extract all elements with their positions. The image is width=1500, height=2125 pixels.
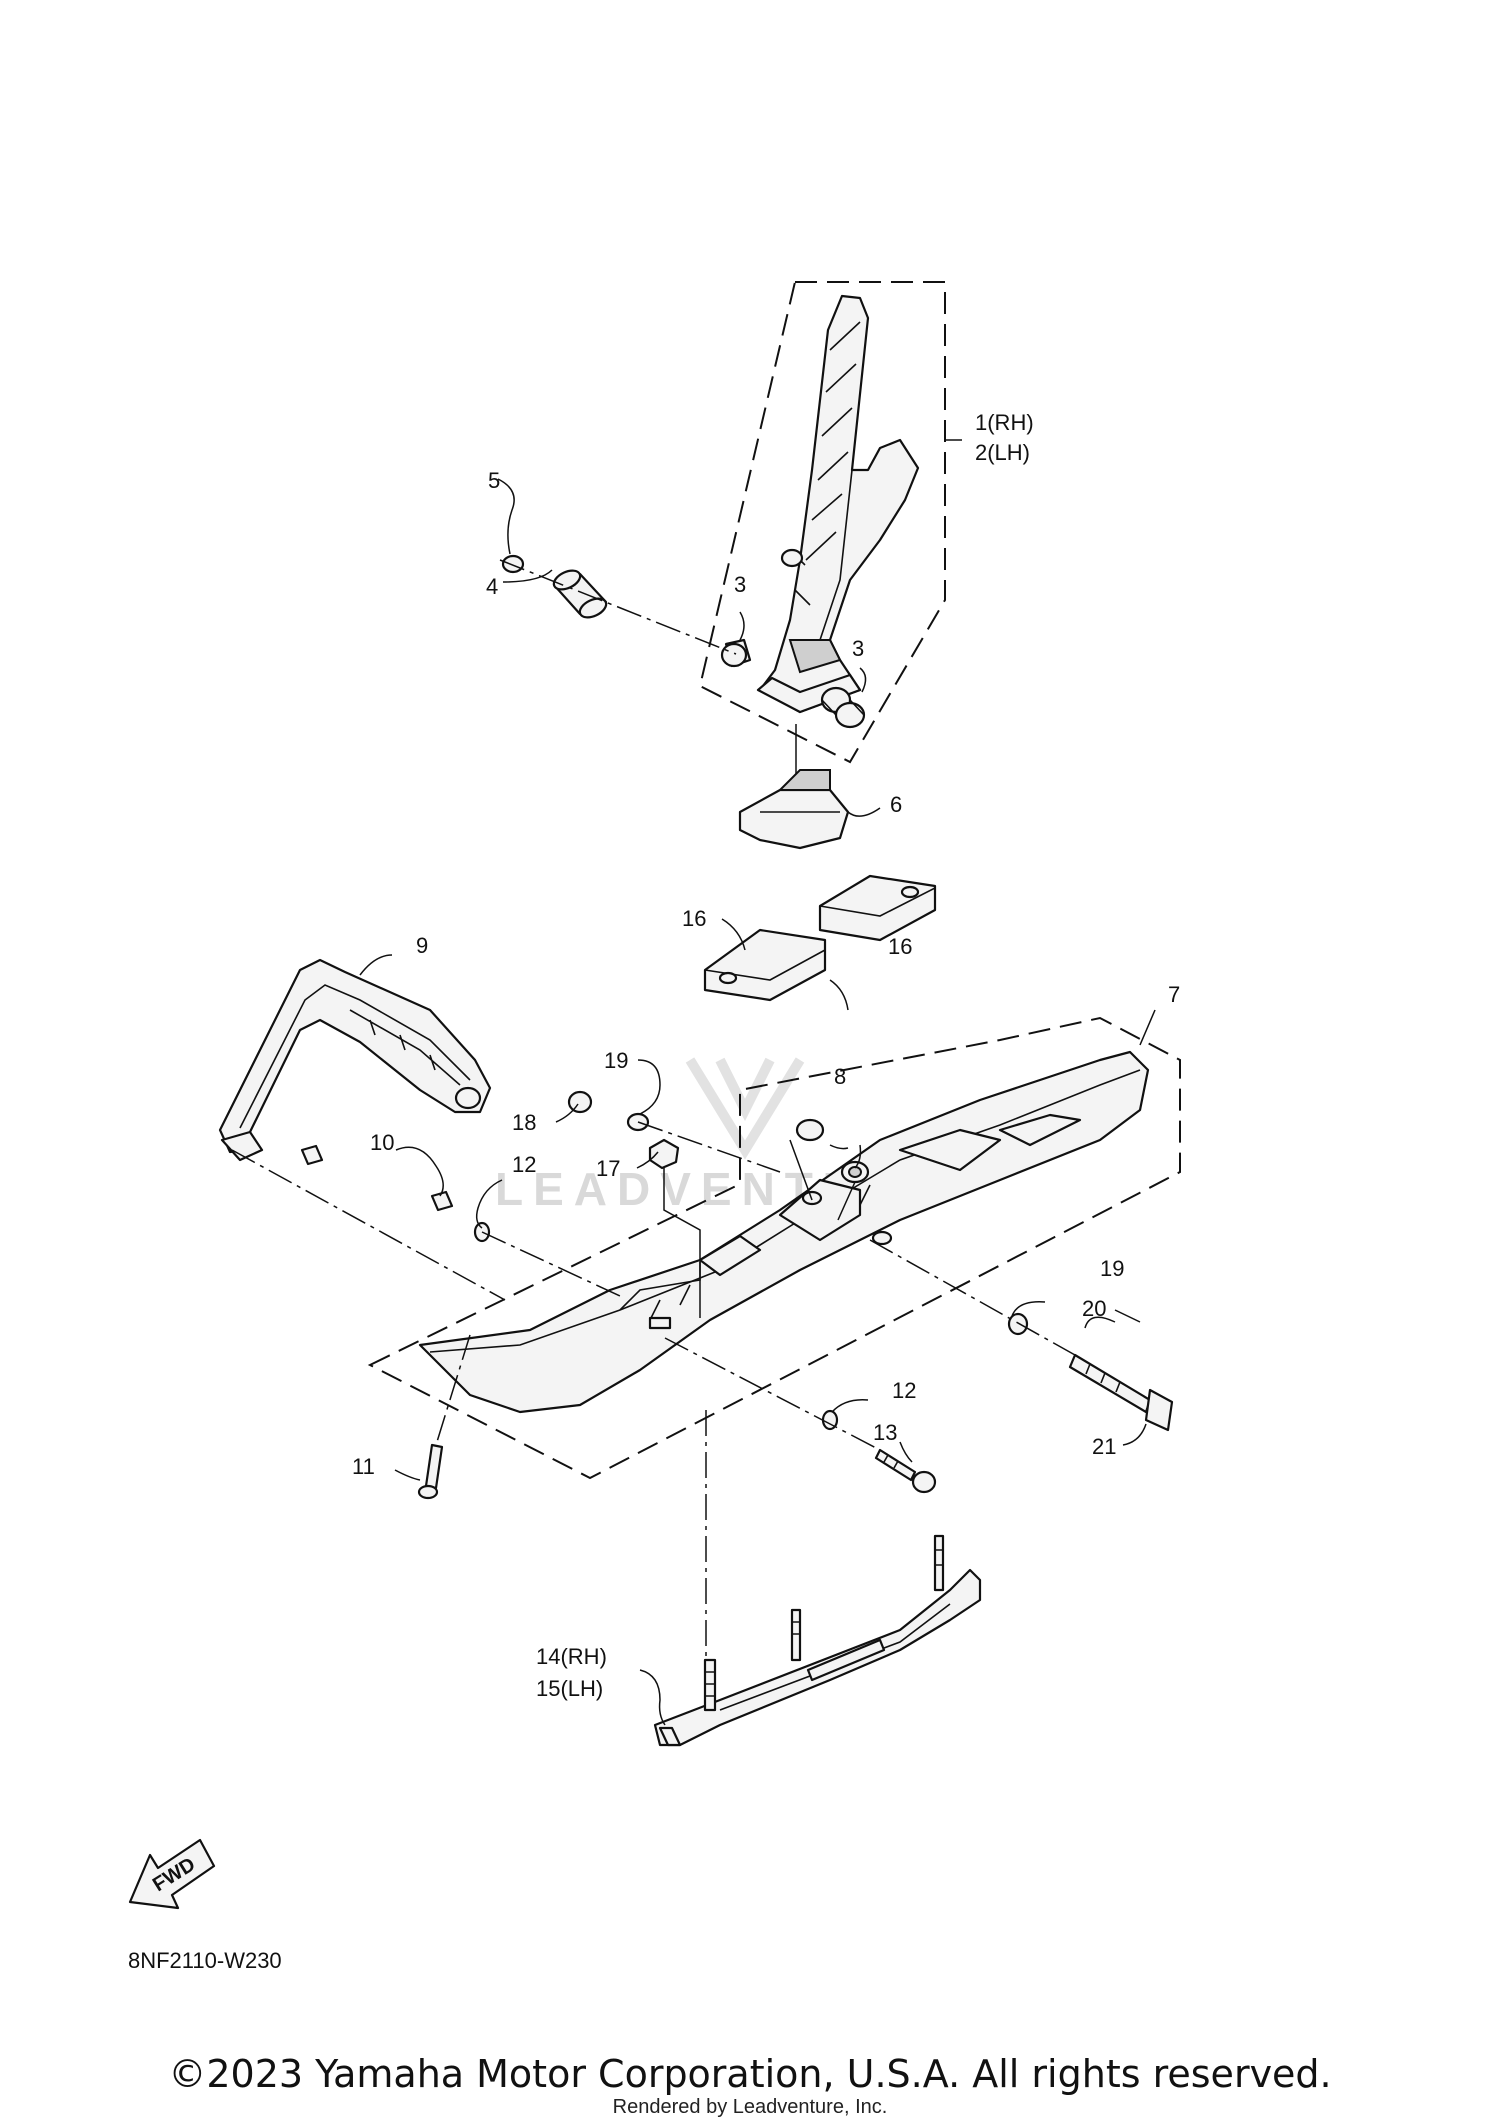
clip-5	[501, 554, 525, 574]
callout-12-lower: 12	[892, 1378, 916, 1403]
callout-4: 4	[486, 574, 498, 599]
callout-21: 21	[1092, 1434, 1116, 1459]
handle-mount-line	[231, 1149, 506, 1301]
ski-7	[418, 1050, 1150, 1414]
callout-10: 10	[370, 1130, 394, 1155]
callout-18: 18	[512, 1110, 536, 1135]
rendered-by-text: Rendered by Leadventure, Inc.	[612, 2096, 888, 2118]
callout-3-left: 3	[734, 572, 746, 597]
callout-19-upper: 19	[604, 1048, 628, 1073]
washer12-axis-line	[481, 1231, 621, 1297]
callout-17: 17	[596, 1156, 620, 1181]
callout-6: 6	[890, 792, 902, 817]
callout-12-upper: 12	[512, 1152, 536, 1177]
wear-bar-14-15	[653, 1534, 982, 1747]
callout-16-right: 16	[888, 934, 912, 959]
callout-16-left: 16	[682, 906, 706, 931]
nut-17	[648, 1138, 680, 1170]
nut17-stud-line	[663, 1168, 701, 1318]
nut-10	[300, 1144, 454, 1212]
callout-14: 14(RH)	[536, 1644, 607, 1669]
bolt-13	[874, 1448, 937, 1494]
diagram-code: 8NF2110-W230	[128, 1948, 282, 1973]
bolt-11	[417, 1443, 444, 1500]
bolt13-axis-line	[664, 1337, 881, 1451]
washer19-axis-line	[637, 1121, 781, 1173]
cotter-20	[1114, 1309, 1141, 1323]
bushing-8	[795, 1118, 870, 1184]
callout-19-lower: 19	[1100, 1256, 1124, 1281]
callout-15: 15(LH)	[536, 1676, 603, 1701]
ski-column	[756, 294, 920, 714]
saddle-6	[738, 769, 850, 850]
bushing8-leader-b	[837, 1181, 856, 1221]
callout-8: 8	[834, 1064, 846, 1089]
callout-11: 11	[352, 1454, 375, 1479]
callout-13: 13	[873, 1420, 897, 1445]
ski-column-group-outline	[698, 281, 946, 764]
callout-9: 9	[416, 933, 428, 958]
callout-7: 7	[1168, 982, 1180, 1007]
bolt-21	[1068, 1353, 1174, 1432]
bushing-3-right	[820, 686, 866, 729]
callout-1: 1(RH)	[975, 410, 1034, 435]
callout-20: 20	[1082, 1296, 1106, 1321]
nut-18	[567, 1090, 593, 1114]
callout-3-right: 3	[852, 636, 864, 661]
bushing-3-left	[720, 638, 752, 668]
bolt21-axis-line	[869, 1239, 1076, 1356]
pad-16-left	[703, 928, 827, 1002]
copyright-text: ©2023 Yamaha Motor Corporation, U.S.A. A…	[168, 2052, 1332, 2096]
front-handle-9	[218, 958, 492, 1162]
fwd-arrow-icon: FWD	[128, 1838, 216, 1910]
pin-axis-line	[499, 559, 737, 655]
bushing8-leader-a	[789, 1139, 813, 1201]
pad-16-right	[818, 874, 937, 942]
pin-4	[552, 569, 608, 619]
callout-5: 5	[488, 468, 500, 493]
ski-group-outline	[367, 1016, 1181, 1480]
bolt11-axis-line	[435, 1334, 471, 1446]
washer-19-lower	[1007, 1312, 1029, 1336]
callout-2: 2(LH)	[975, 440, 1030, 465]
